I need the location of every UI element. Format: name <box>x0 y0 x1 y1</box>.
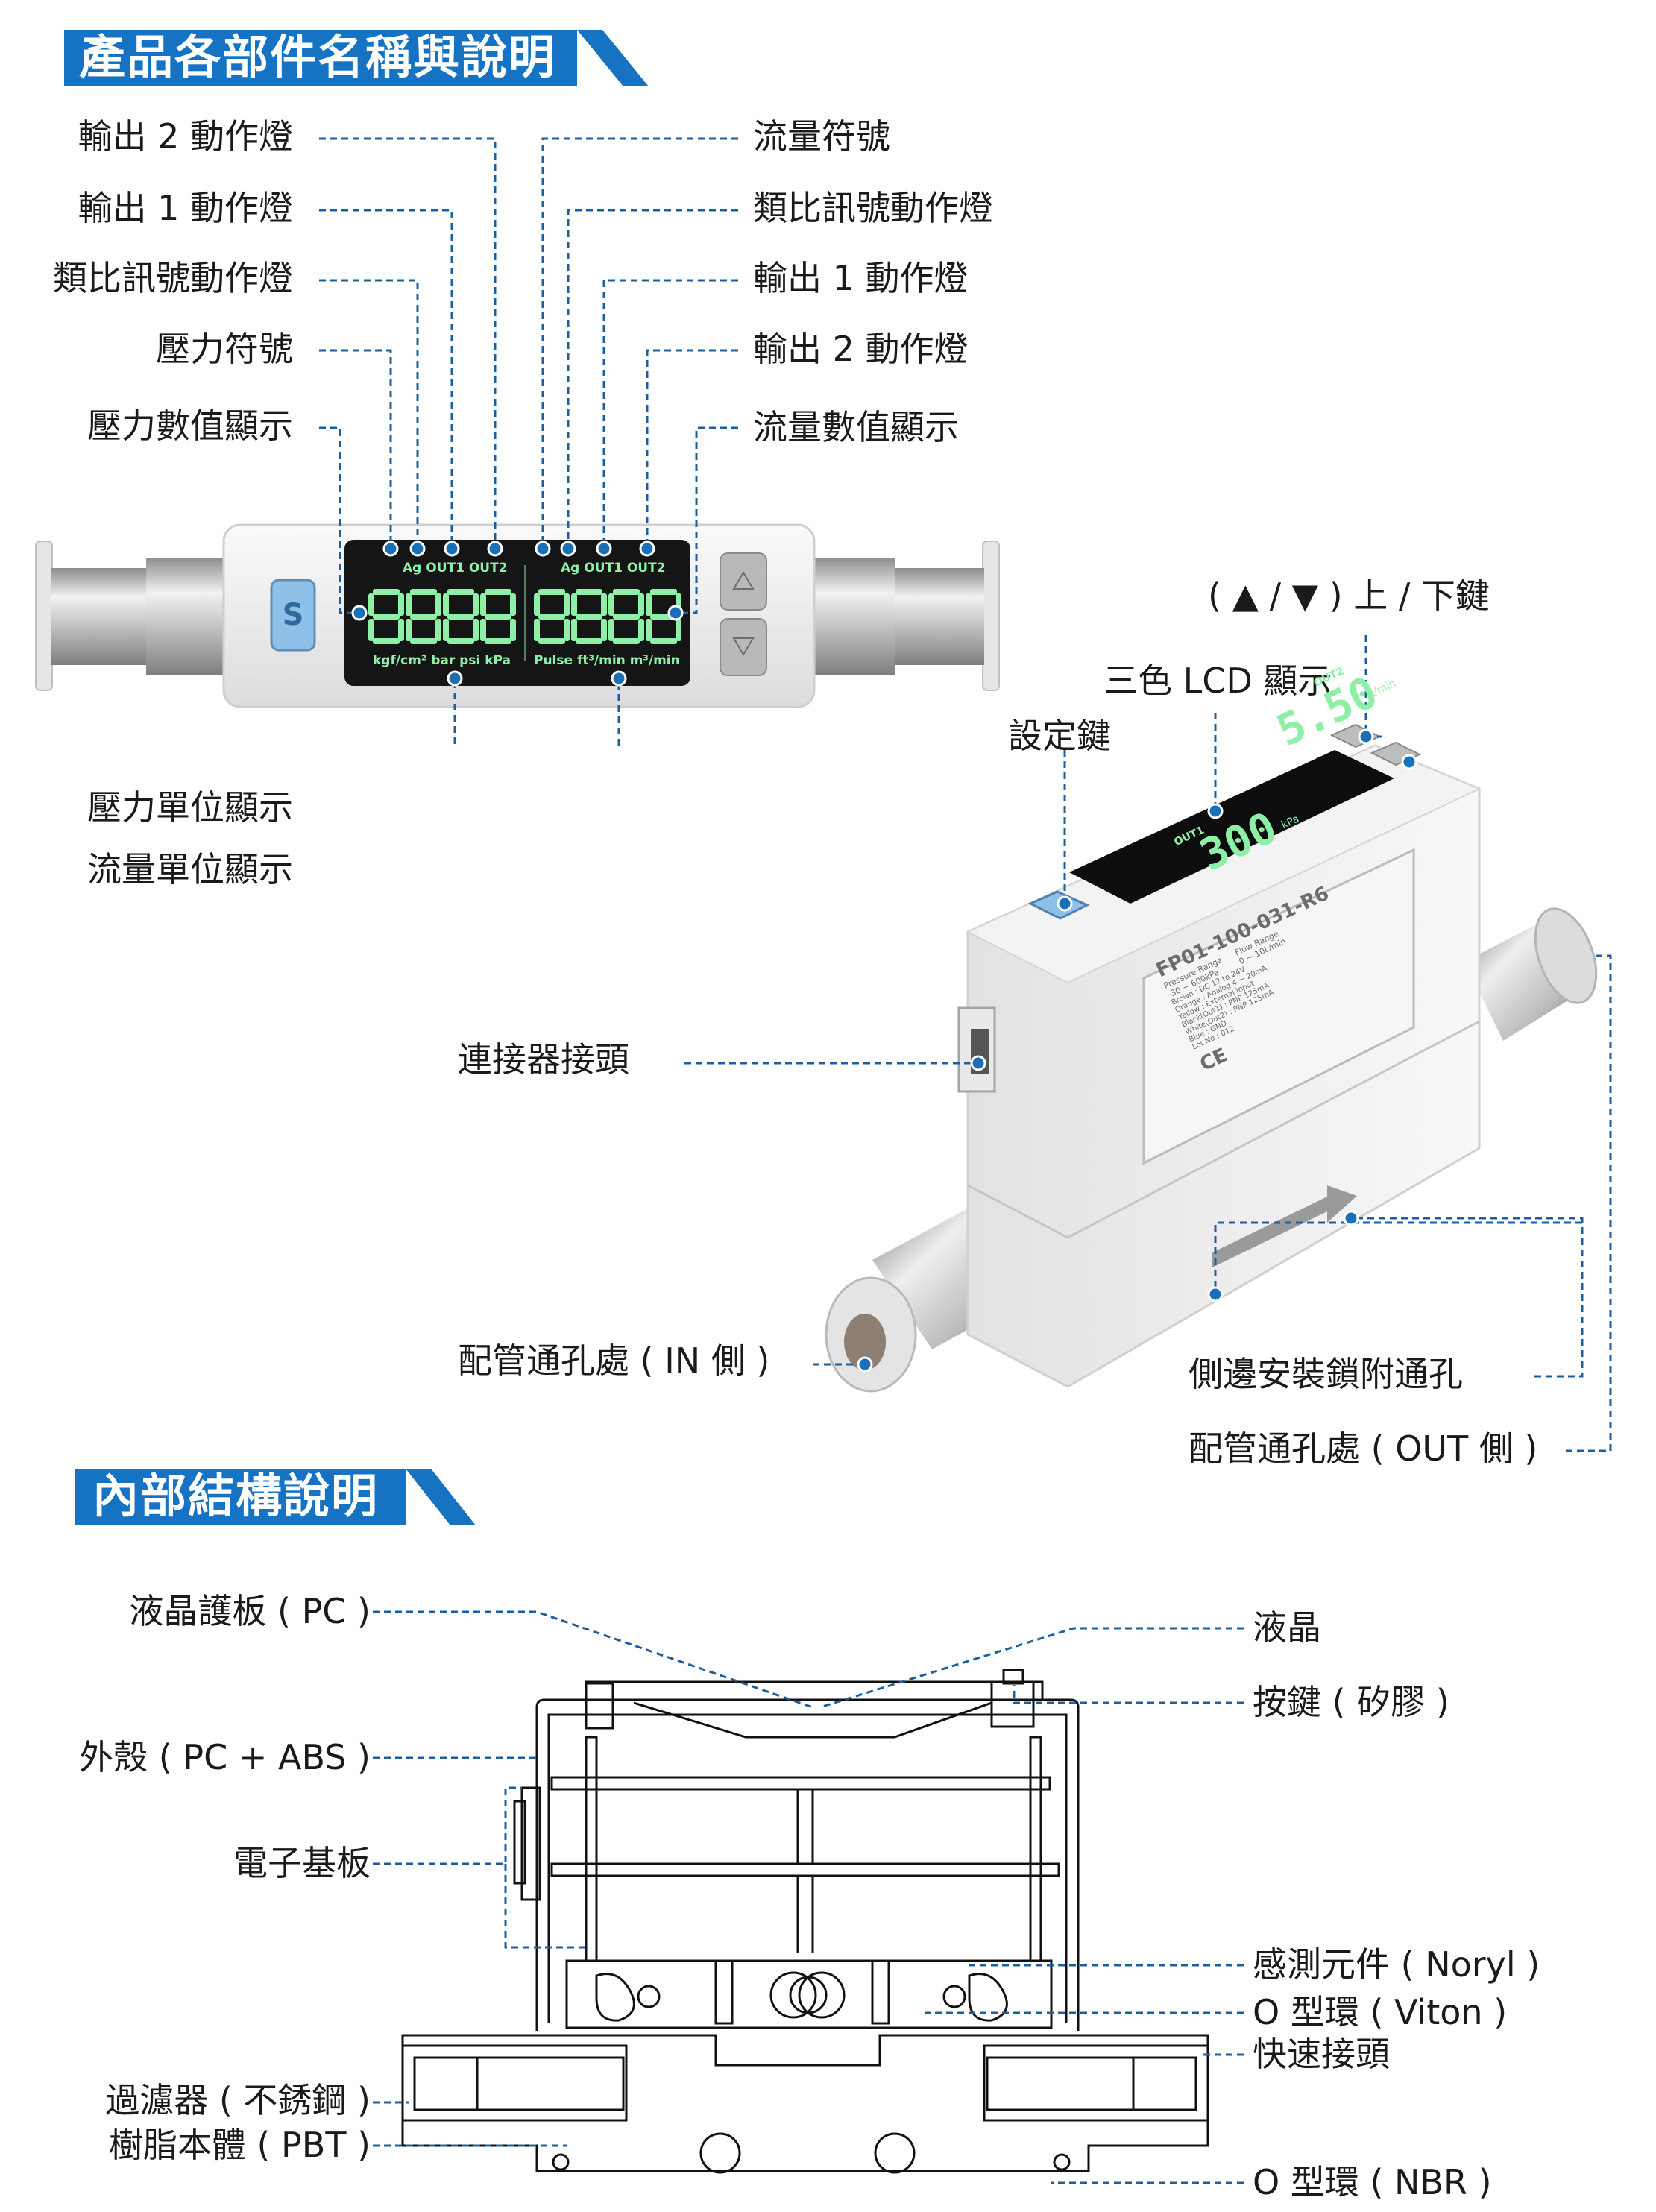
label-set-key: 設定鍵 <box>1008 716 1111 756</box>
label-housing: 外殼 ( PC + ABS ) <box>79 1737 371 1777</box>
label-output1-lamp-left: 輸出 1 動作燈 <box>78 188 293 228</box>
label-output2-lamp-right: 輸出 2 動作燈 <box>753 329 969 369</box>
label-connector: 連接器接頭 <box>458 1039 629 1080</box>
section-title-internal: 內部結構說明 <box>92 1469 380 1523</box>
label-oring-viton: O 型環 ( Viton ) <box>1253 1992 1508 2032</box>
section-banner-internal: 內部結構說明 <box>75 1469 477 1525</box>
label-pressure-value: 壓力數值顯示 <box>87 406 293 446</box>
label-quick-fitting: 快速接頭 <box>1253 2034 1390 2074</box>
label-pressure-unit: 壓力單位顯示 <box>87 787 293 828</box>
label-out-port: 配管通孔處 ( OUT 側 ) <box>1189 1428 1538 1469</box>
label-lcd: 液晶 <box>1253 1607 1321 1648</box>
section-banner-parts: 產品各部件名稱與說明 <box>64 30 653 86</box>
label-output1-lamp-right: 輸出 1 動作燈 <box>753 258 969 298</box>
lcd-right-indicators: Ag OUT1 OUT2 <box>561 561 666 576</box>
label-flow-value: 流量數值顯示 <box>753 407 959 447</box>
label-oring-nbr: O 型環 ( NBR ) <box>1253 2162 1492 2202</box>
label-pcb: 電子基板 <box>233 1843 371 1883</box>
label-sensor: 感測元件 ( Noryl ) <box>1253 1944 1540 1985</box>
label-flow-symbol: 流量符號 <box>753 116 890 157</box>
set-key-label: S <box>282 598 304 632</box>
label-pressure-symbol: 壓力符號 <box>156 329 293 369</box>
device-3d-illustration <box>684 635 1612 1452</box>
label-analog-lamp-left: 類比訊號動作燈 <box>53 258 293 298</box>
lcd-right-units: Pulse ft³/min m³/min <box>534 653 680 668</box>
label-updown-keys: ( ▲ / ▼ ) 上 / 下鍵 <box>1208 576 1490 616</box>
front-panel-illustration <box>35 137 1000 746</box>
label-tricolor-lcd: 三色 LCD 顯示 <box>1104 661 1332 701</box>
label-output2-lamp-left: 輸出 2 動作燈 <box>78 116 293 157</box>
lcd-left-units: kgf/cm² bar psi kPa <box>373 653 511 668</box>
label-lcd-cover: 液晶護板 ( PC ) <box>129 1591 371 1631</box>
set-key-front[interactable]: S <box>271 580 315 650</box>
label-mount-holes: 側邊安裝鎖附通孔 <box>1189 1354 1463 1394</box>
section-title-parts: 產品各部件名稱與說明 <box>79 30 557 84</box>
label-resin-body: 樹脂本體 ( PBT ) <box>108 2125 371 2165</box>
label-filter: 過濾器 ( 不銹鋼 ) <box>105 2080 371 2120</box>
label-in-port: 配管通孔處 ( IN 側 ) <box>458 1340 770 1381</box>
label-key-silicone: 按鍵 ( 矽膠 ) <box>1253 1682 1449 1722</box>
label-analog-lamp-right: 類比訊號動作燈 <box>753 188 993 228</box>
label-flow-unit: 流量單位顯示 <box>87 849 293 889</box>
lcd-left-indicators: Ag OUT1 OUT2 <box>403 561 508 576</box>
